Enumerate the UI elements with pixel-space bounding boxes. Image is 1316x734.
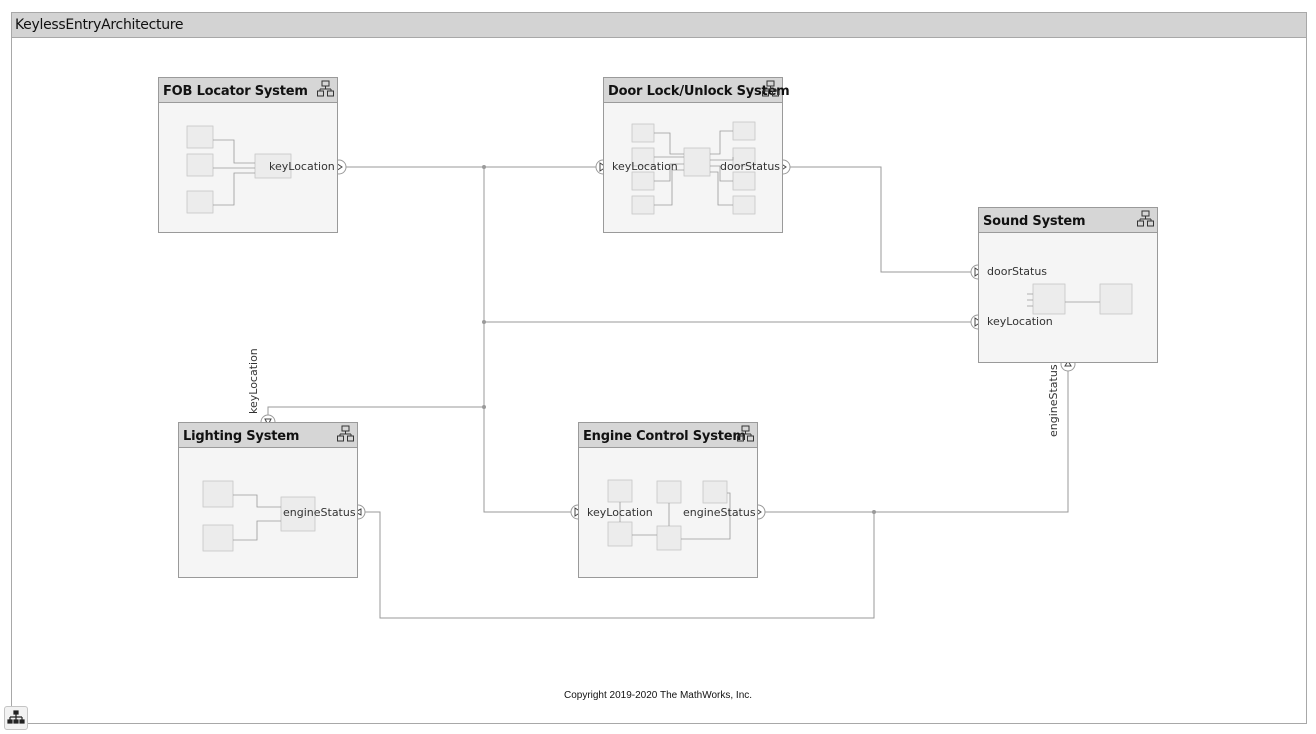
port-label: doorStatus (720, 160, 781, 173)
junction-dot (482, 320, 486, 324)
wire-door-to-sound[interactable] (790, 166, 972, 273)
diagram-title: KeylessEntryArchitecture (15, 17, 184, 33)
wire-engine-to-lighting[interactable] (365, 511, 875, 619)
port-label: doorStatus (987, 265, 1048, 278)
internal-subsystems-preview (202, 480, 316, 552)
internal-subsystems-preview (1027, 283, 1133, 315)
port-label: keyLocation (587, 506, 653, 519)
junction-dot (482, 165, 486, 169)
model-navigator-button[interactable] (4, 706, 28, 730)
internal-subsystems-preview (631, 121, 756, 215)
component-title: Door Lock/Unlock System (608, 84, 790, 99)
copyright-text: Copyright 2019-2020 The MathWorks, Inc. (563, 690, 753, 701)
port-label: keyLocation (987, 315, 1053, 328)
port-label: engineStatus (683, 506, 756, 519)
port-label: keyLocation (247, 348, 260, 414)
component-door-lock-unlock-system[interactable]: Door Lock/Unlock System (603, 77, 790, 233)
hierarchy-icon (7, 710, 25, 724)
architecture-icon[interactable] (337, 425, 355, 443)
component-header: Lighting System (179, 423, 357, 448)
architecture-icon[interactable] (762, 80, 780, 98)
component-title: Sound System (983, 214, 1086, 229)
port-label: engineStatus (1047, 364, 1060, 437)
internal-subsystems-preview (186, 125, 292, 214)
wire-engine-to-sound[interactable] (765, 370, 1069, 513)
component-title: FOB Locator System (163, 84, 308, 99)
component-title: Engine Control System (583, 429, 746, 444)
internal-subsystems-preview (607, 479, 731, 551)
component-header: FOB Locator System (159, 78, 337, 103)
canvas-header: KeylessEntryArchitecture (12, 13, 1306, 38)
component-title: Lighting System (183, 429, 300, 444)
architecture-icon[interactable] (317, 80, 335, 98)
port-label: engineStatus (283, 506, 356, 519)
component-sound-system[interactable]: Sound System (978, 207, 1158, 363)
wire-key-trunk[interactable] (483, 167, 572, 513)
architecture-icon[interactable] (1137, 210, 1155, 228)
component-engine-control-system[interactable]: Engine Control System (578, 422, 758, 578)
component-header: Door Lock/Unlock System (604, 78, 790, 103)
wire-key-to-lighting[interactable] (267, 406, 484, 415)
component-lighting-system[interactable]: Lighting System (178, 422, 358, 578)
port-label: keyLocation (269, 160, 335, 173)
junction-dot (872, 510, 876, 514)
component-header: Sound System (979, 208, 1157, 233)
architecture-icon[interactable] (737, 425, 755, 443)
junction-dot (482, 405, 486, 409)
component-header: Engine Control System (579, 423, 757, 448)
port-label: keyLocation (612, 160, 678, 173)
component-fob-locator-system[interactable]: FOB Locator System (158, 77, 338, 233)
